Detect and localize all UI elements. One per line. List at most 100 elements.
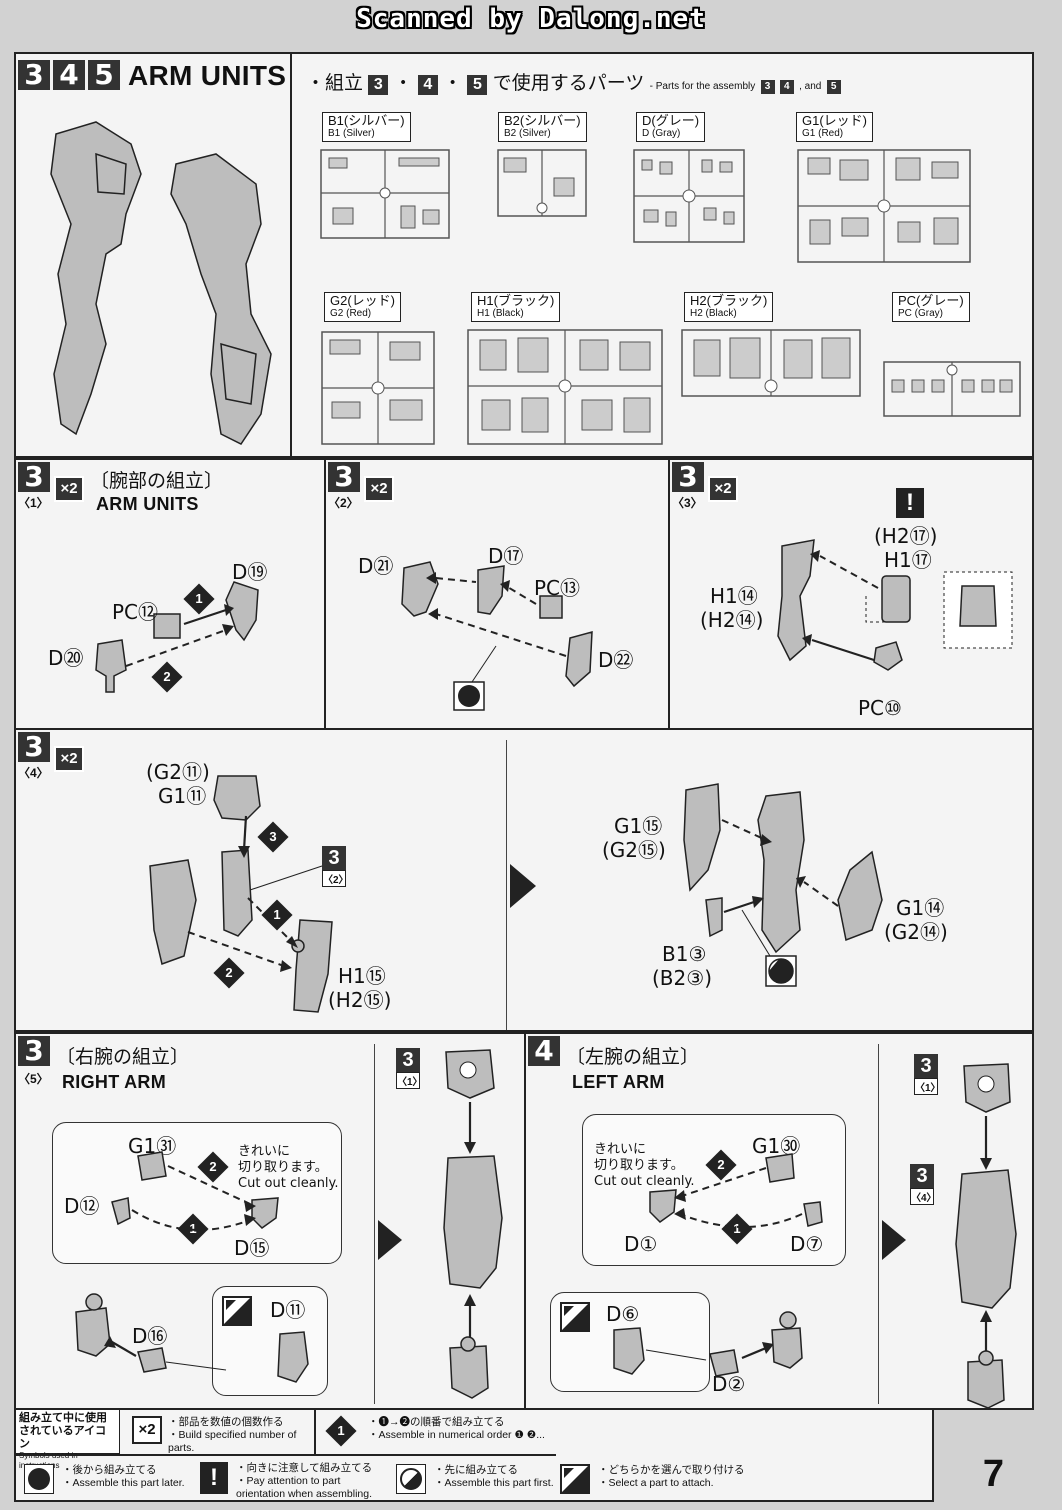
step-4-detail-diagram [649,1153,823,1228]
runner-label-d: D(グレー)D (Gray) [636,112,706,142]
parts-heading-num-5: 5 [467,75,488,95]
part-label-d21: D㉑ [358,554,394,578]
step-3-3-diagram [777,539,1013,671]
quantity-badge: ×2 [708,476,738,502]
legend-item-attention: ・向きに注意して組み立てる・Pay attention to part orie… [236,1462,373,1500]
parts-heading-ja: ・組立 [306,73,364,94]
watermark: Scanned by Dalong.net [356,4,706,34]
step-3-5-detail-diagram [111,1151,279,1231]
runner-pc [883,361,1021,417]
sub-step: 〈2〉 [328,496,359,510]
step-number: 3 [672,462,704,492]
quantity-badge: ×2 [54,746,84,772]
part-label-d11: D⑪ [270,1298,306,1322]
step-3-5-hand-diagram [75,1293,309,1383]
part-label-h2-15: (H2⑮) [328,988,392,1012]
part-label-g1-14: G1⑭ [896,896,945,920]
legend-icon-quantity: ×2 [132,1416,162,1444]
reference-step-4: 3 〈4〉 [910,1164,937,1205]
quantity-badge: ×2 [364,476,394,502]
sequence-arrow [882,1220,906,1260]
part-label-d17: D⑰ [488,544,524,568]
part-label-d6: D⑥ [606,1302,640,1326]
part-label-g1-15: G1⑮ [614,814,663,838]
part-label-g2-14: (G2⑭) [884,920,948,944]
step-3-4-left-diagram [149,775,333,1013]
part-label-g1-30: G1㉚ [752,1134,801,1158]
parts-heading-num-3: 3 [368,75,389,95]
step-3-4-panel: 3 ×2 〈4〉 (G2⑪) G1⑪ 3 〈2〉 H1⑮ (H2⑮) 3 1 2… [14,728,1034,1032]
sub-step: 〈5〉 [18,1072,49,1086]
runner-label-h1: H1(ブラック)H1 (Black) [471,292,561,322]
part-label-pc10: PC⑩ [858,696,902,720]
legend-icon-order: 1 [325,1415,357,1447]
arm-units-illustration [50,121,272,445]
parts-heading-en: - Parts for the assembly [649,81,756,92]
part-label-d22: D㉒ [598,648,634,672]
legend-item-first: ・先に組み立てる・Assemble this part first. [434,1464,554,1489]
runner-b2 [497,149,587,217]
step-number: 3 [328,462,360,492]
legend-item-order: ・❶→❷の順番で組み立てる・Assemble in numerical orde… [368,1416,545,1441]
step-number: 3 [18,462,50,492]
part-label-h1-17: H1⑰ [884,548,932,572]
legend-divider [314,1410,316,1454]
step-number: 3 [18,732,50,762]
quantity-badge: ×2 [54,476,84,502]
part-label-d15: D⑮ [234,1236,270,1260]
part-label-g1-11: G1⑪ [158,784,207,808]
order-marker-2: 2 [151,661,183,693]
parts-heading-num-4: 4 [417,75,438,95]
legend-icon-attention: ! [200,1462,228,1494]
legend-icon-later [24,1464,54,1494]
step-3-3-panel: 3 ×2 〈3〉 ! (H2⑰) H1⑰ H1⑭ (H2⑭) PC⑩ [668,458,1034,730]
title-area: 3 4 5 ARM UNITS [16,54,292,456]
step-3-5-panel: 3 〈5〉 〔右腕の組立〕 RIGHT ARM きれいに切り取ります。Cut o… [14,1032,526,1410]
step-4-hand-diagram [613,1311,803,1377]
part-label-pc12: PC⑫ [112,600,159,624]
legend: 組み立て中に使用 されているアイコン Symbols used in instr… [14,1408,934,1502]
legend-item-later: ・後から組み立てる・Assemble this part later. [62,1464,185,1489]
part-label-h2-14: (H2⑭) [700,608,764,632]
runner-h1 [467,329,663,445]
sequence-arrow [510,864,536,908]
step-4-panel: 4 〔左腕の組立〕 LEFT ARM きれいに切り取ります。Cut out cl… [524,1032,1034,1410]
part-label-d16: D⑯ [132,1324,168,1348]
select-part-icon [560,1302,590,1332]
runner-g1 [797,149,971,263]
step-title-en: RIGHT ARM [62,1072,167,1092]
parts-heading-suffix: で使用するパーツ [492,73,645,94]
part-label-pc13: PC⑬ [534,576,581,600]
runner-label-b1: B1(シルバー)B1 (Silver) [322,112,411,142]
runner-label-h2: H2(ブラック)H2 (Black) [684,292,774,322]
part-label-d19: D⑲ [232,560,268,584]
sequence-arrow [378,1220,402,1260]
part-label-d12: D⑫ [64,1194,100,1218]
runner-label-pc: PC(グレー)PC (Gray) [892,292,970,322]
part-label-d2: D② [712,1372,746,1396]
part-label-d20: D⑳ [48,646,84,670]
reference-step-1: 3 〈1〉 [396,1048,423,1089]
parts-heading: ・組立 3 ・ 4 ・ 5 で使用するパーツ - Parts for the a… [306,68,841,95]
runner-label-g2: G2(レッド)G2 (Red) [324,292,402,322]
legend-icon-first [396,1464,426,1494]
step-3-1-diagram [95,581,259,693]
runner-label-b2: B2(シルバー)B2 (Silver) [498,112,587,142]
runner-label-g1: G1(レッド)G1 (Red) [796,112,874,142]
attention-icon: ! [896,488,924,518]
parts-heading-en-num-3: 3 [760,80,775,94]
step-number-5: 5 [88,60,120,90]
part-label-h2-17: (H2⑰) [874,524,938,548]
step-title-ja: 〔左腕の組立〕 [566,1046,700,1068]
legend-item-select: ・どちらかを選んで取り付ける・Select a part to attach. [598,1464,745,1489]
sub-step: 〈3〉 [672,496,703,510]
runner-g2 [321,331,435,445]
order-marker-1: 1 [183,583,215,615]
step-3-2-panel: 3 ×2 〈2〉 D㉑ D⑰ PC⑬ D㉒ [324,458,670,730]
part-label-h1-14: H1⑭ [710,584,758,608]
part-label-g2-11: (G2⑪) [146,760,210,784]
runner-h2 [681,329,861,397]
page-number: 7 [982,1453,1004,1495]
sub-step: 〈1〉 [18,496,49,510]
legend-divider-row [16,1454,556,1456]
